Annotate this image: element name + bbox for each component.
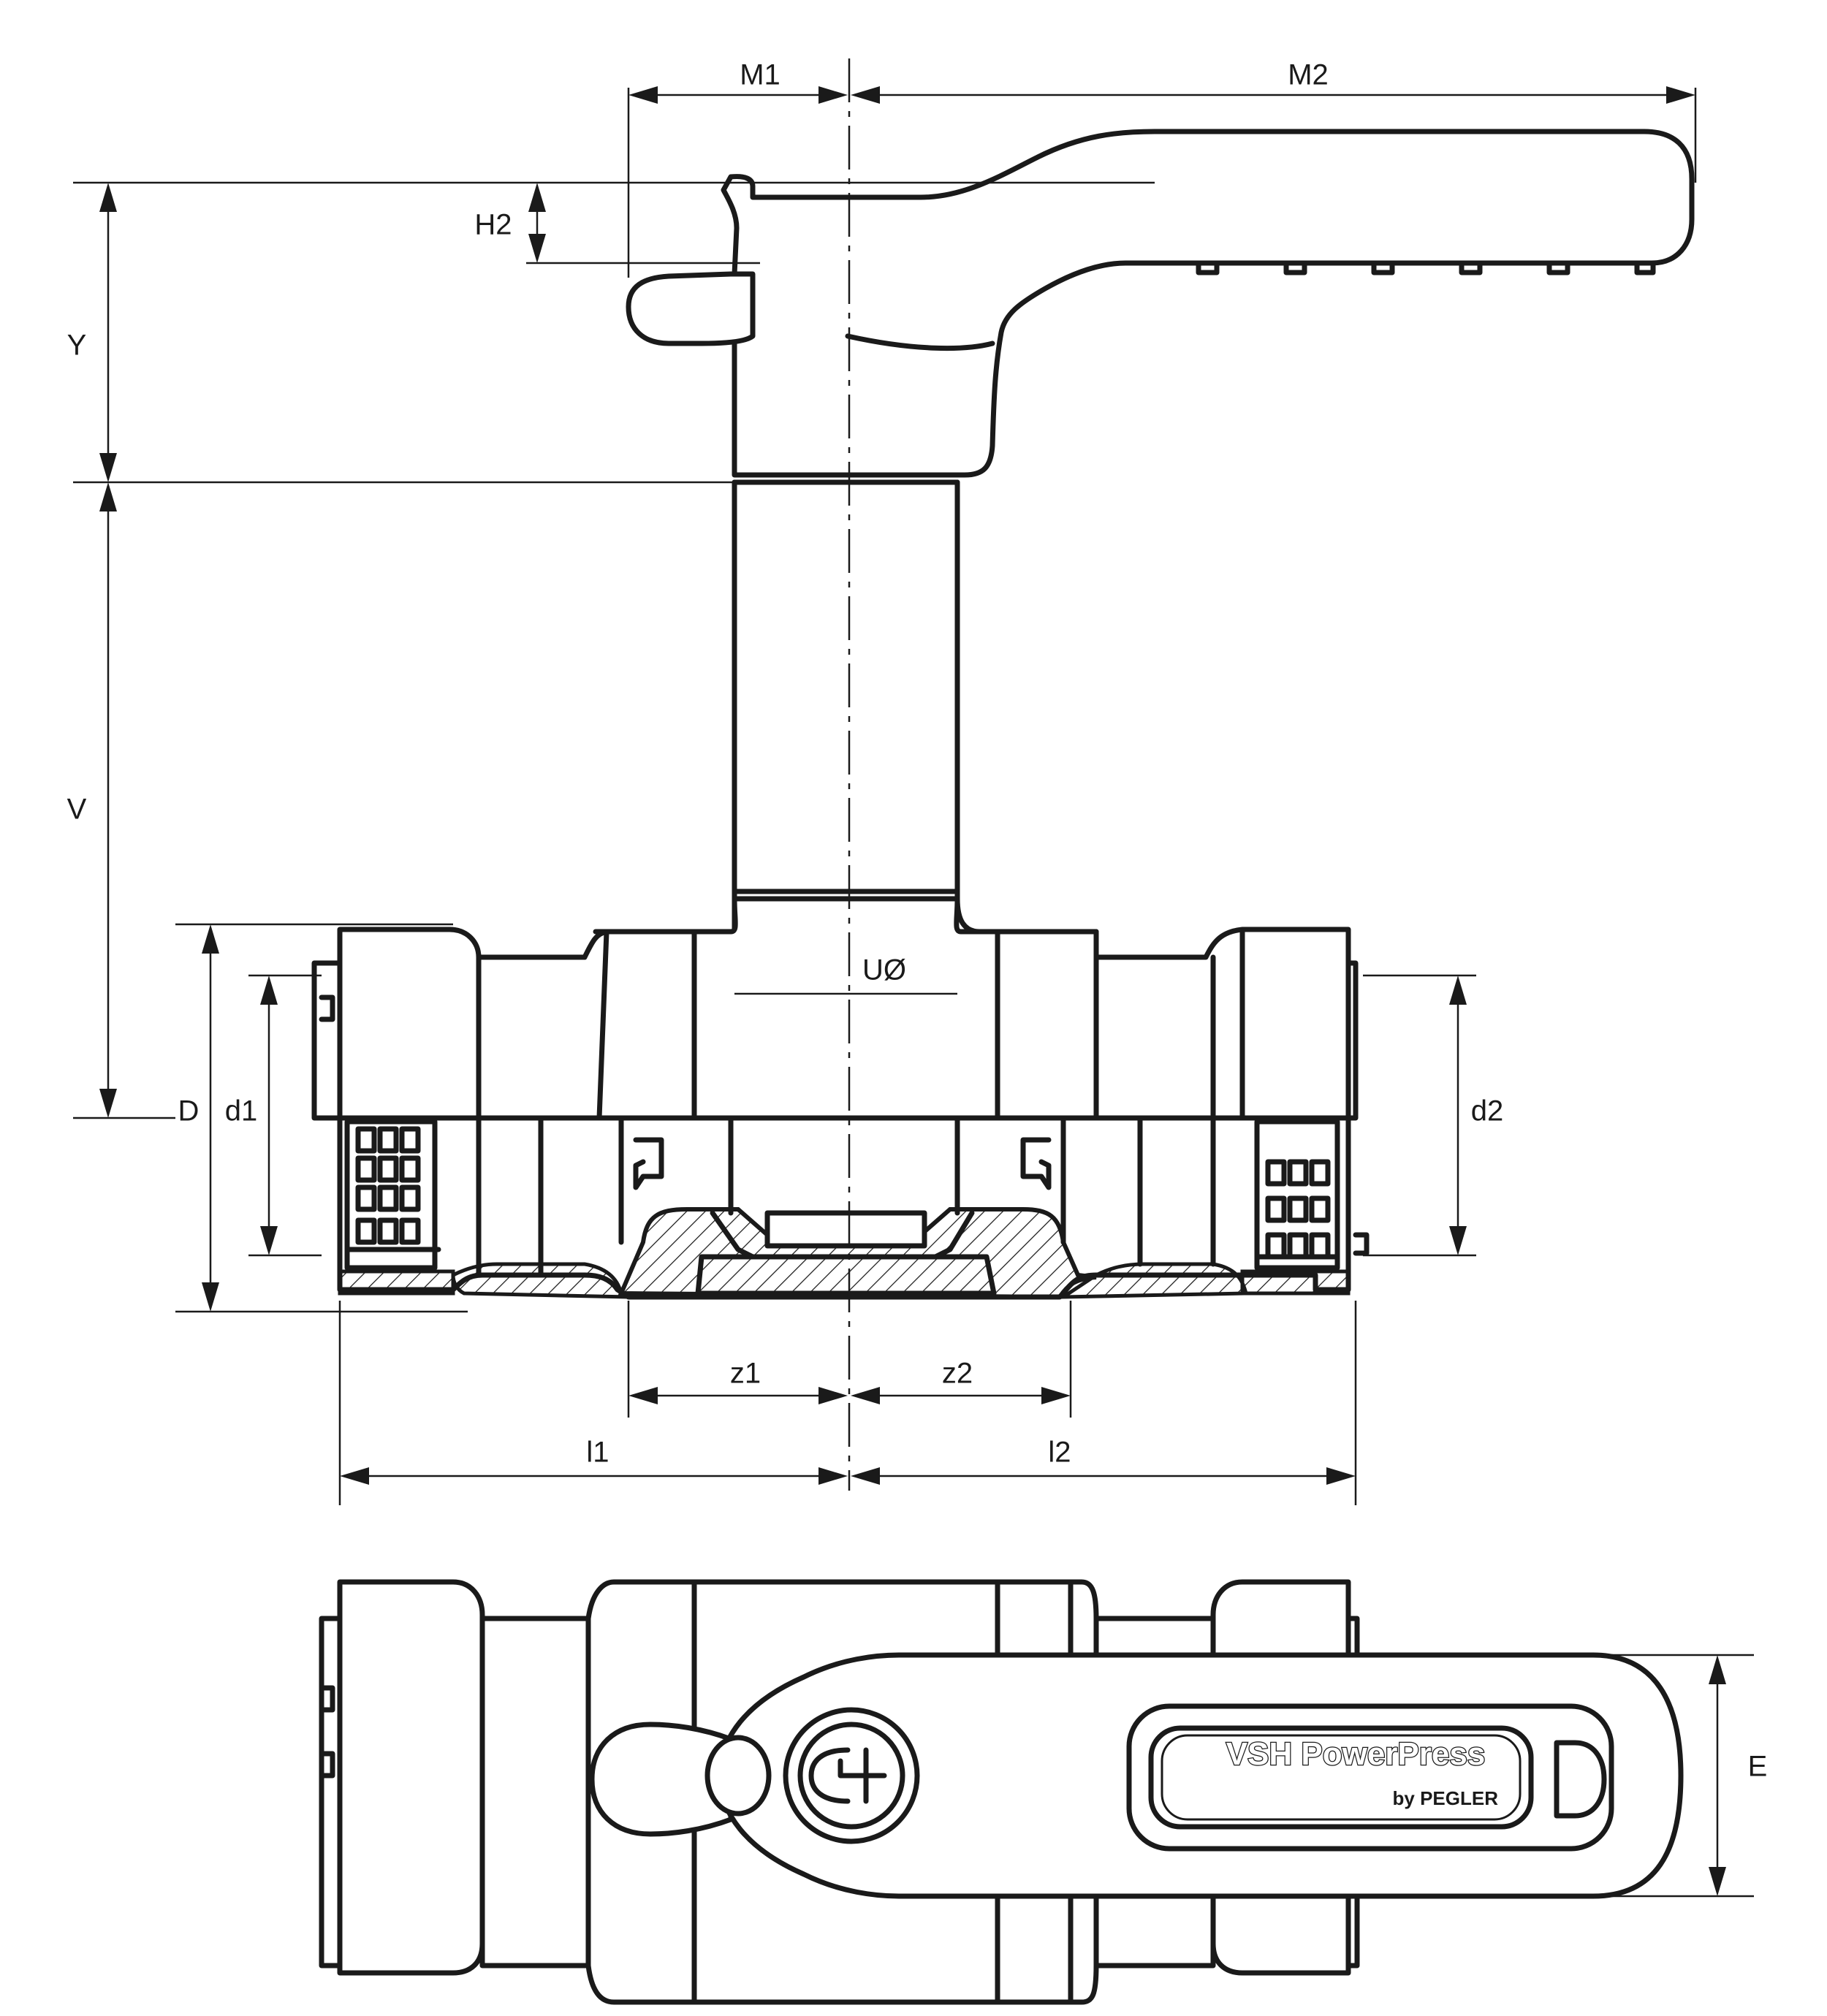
label-l1: l1 bbox=[586, 1437, 609, 1469]
label-D: D bbox=[178, 1095, 200, 1127]
hatched-section bbox=[618, 1207, 1097, 1300]
side-view bbox=[311, 58, 1695, 1491]
label-d1: d1 bbox=[225, 1095, 258, 1127]
dimension-lines bbox=[73, 86, 1697, 1505]
label-E: E bbox=[1748, 1751, 1768, 1783]
label-Y: Y bbox=[67, 330, 87, 362]
valve-stem bbox=[732, 479, 960, 902]
label-d2: d2 bbox=[1471, 1095, 1504, 1127]
ball-seat bbox=[764, 1210, 927, 1249]
top-left-cap bbox=[319, 1616, 343, 1969]
label-U: UØ bbox=[862, 954, 906, 986]
brand-sub: by PEGLER bbox=[1393, 1787, 1499, 1809]
dimension-labels: M1 M2 H2 Y V D d1 d2 UØ z1 z2 l1 l2 E bbox=[67, 59, 1768, 1783]
left-grip-ring bbox=[344, 1119, 441, 1271]
brand-plate: VSH PowerPress by PEGLER bbox=[1126, 1703, 1614, 1852]
handle-tail bbox=[626, 271, 756, 346]
label-M1: M1 bbox=[740, 59, 780, 91]
handle-grip-notches bbox=[1196, 260, 1656, 275]
right-grip-ring bbox=[1254, 1119, 1340, 1271]
hatched-right-cap bbox=[1240, 1269, 1351, 1296]
label-z1: z1 bbox=[730, 1358, 761, 1390]
top-handle-tail bbox=[589, 1722, 734, 1837]
label-M2: M2 bbox=[1288, 59, 1329, 91]
left-hook bbox=[633, 1137, 664, 1190]
right-hook bbox=[1020, 1137, 1052, 1190]
label-z2: z2 bbox=[942, 1358, 973, 1390]
top-view: VSH PowerPress by PEGLER bbox=[319, 1579, 1754, 2005]
label-V: V bbox=[67, 794, 87, 826]
hatched-left-cap bbox=[338, 1269, 455, 1296]
label-l2: l2 bbox=[1048, 1437, 1071, 1469]
left-coupling bbox=[337, 927, 482, 1121]
label-H2: H2 bbox=[474, 209, 512, 241]
cl-logo-icon bbox=[783, 1707, 920, 1844]
brand-name: VSH PowerPress bbox=[1226, 1736, 1486, 1772]
handle-lever bbox=[721, 129, 1695, 478]
right-coupling bbox=[1093, 927, 1351, 1121]
